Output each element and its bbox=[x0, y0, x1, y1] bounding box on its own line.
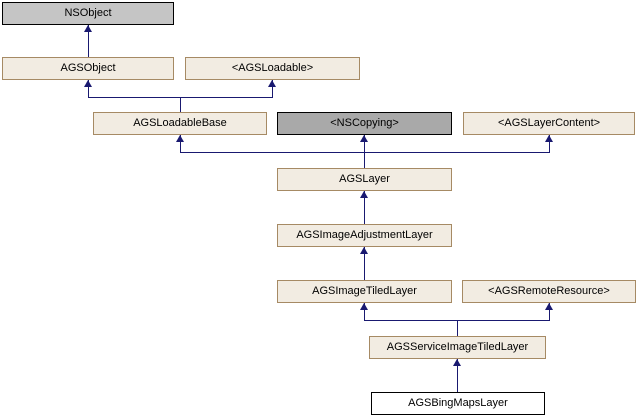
node-agsimageadjustmentlayer[interactable]: AGSImageAdjustmentLayer bbox=[277, 224, 452, 247]
node-agslayercontent[interactable]: <AGSLayerContent> bbox=[463, 112, 635, 135]
edge-agsbingmapslayer-agsserviceimagetiledlayer-line bbox=[457, 359, 458, 392]
node-agsloadable[interactable]: <AGSLoadable> bbox=[185, 57, 360, 80]
edge-agsobject-nsobject-line bbox=[88, 25, 89, 57]
edge-agslayer-agsloadablebase-arrowhead bbox=[176, 135, 184, 142]
edge-agslayer-agslayercontent-line bbox=[549, 135, 550, 153]
edge-agsloadablebase-agsobject-arrowhead bbox=[84, 80, 92, 87]
node-nsobject: NSObject bbox=[2, 2, 174, 25]
edge-agsloadablebase-agsloadable-arrowhead bbox=[268, 80, 276, 87]
edge-agslayer-nscopying-arrowhead bbox=[360, 135, 368, 142]
node-agsserviceimagetiledlayer[interactable]: AGSServiceImageTiledLayer bbox=[369, 336, 546, 359]
edge-agslayer-nscopying-line bbox=[364, 135, 365, 168]
edge-agslayer-agslayercontent-arrowhead bbox=[545, 135, 553, 142]
edge-agsimagetiledlayer-agsimageadjustmentlayer-line bbox=[364, 247, 365, 280]
edge-agsloadablebase-agsloadable-line bbox=[272, 80, 273, 98]
node-agsobject[interactable]: AGSObject bbox=[2, 57, 174, 80]
edge-agsloadablebase-agsobject-line bbox=[88, 80, 89, 98]
edge-agsimagetiledlayer-agsimageadjustmentlayer-arrowhead bbox=[360, 247, 368, 254]
node-agsloadablebase[interactable]: AGSLoadableBase bbox=[93, 112, 267, 135]
edge-agsserviceimagetiledlayer-agsremoteresource-arrowhead bbox=[545, 303, 553, 310]
edge-agsbingmapslayer-agsserviceimagetiledlayer-arrowhead bbox=[453, 359, 461, 366]
node-agsbingmapslayer: AGSBingMapsLayer bbox=[371, 392, 545, 415]
edge-agsserviceimagetiledlayer-agsimagetiledlayer-line bbox=[364, 303, 365, 321]
edge-agsserviceimagetiledlayer-stub-line bbox=[457, 320, 458, 336]
edge-agsloadablebase-stub-line bbox=[180, 97, 181, 112]
edge-agslayer-parents-hline bbox=[180, 152, 550, 153]
edge-agsimageadjustmentlayer-agslayer-line bbox=[364, 191, 365, 224]
node-nscopying: <NSCopying> bbox=[277, 112, 452, 135]
edge-agsimageadjustmentlayer-agslayer-arrowhead bbox=[360, 191, 368, 198]
node-agsimagetiledlayer[interactable]: AGSImageTiledLayer bbox=[277, 280, 452, 303]
edge-agsobject-nsobject-arrowhead bbox=[84, 25, 92, 32]
node-agslayer[interactable]: AGSLayer bbox=[277, 168, 452, 191]
edge-agslayer-agsloadablebase-line bbox=[180, 135, 181, 153]
edge-agsserviceimagetiledlayer-agsremoteresource-line bbox=[549, 303, 550, 321]
edge-agsserviceimagetiledlayer-agsimagetiledlayer-arrowhead bbox=[360, 303, 368, 310]
node-agsremoteresource[interactable]: <AGSRemoteResource> bbox=[462, 280, 636, 303]
